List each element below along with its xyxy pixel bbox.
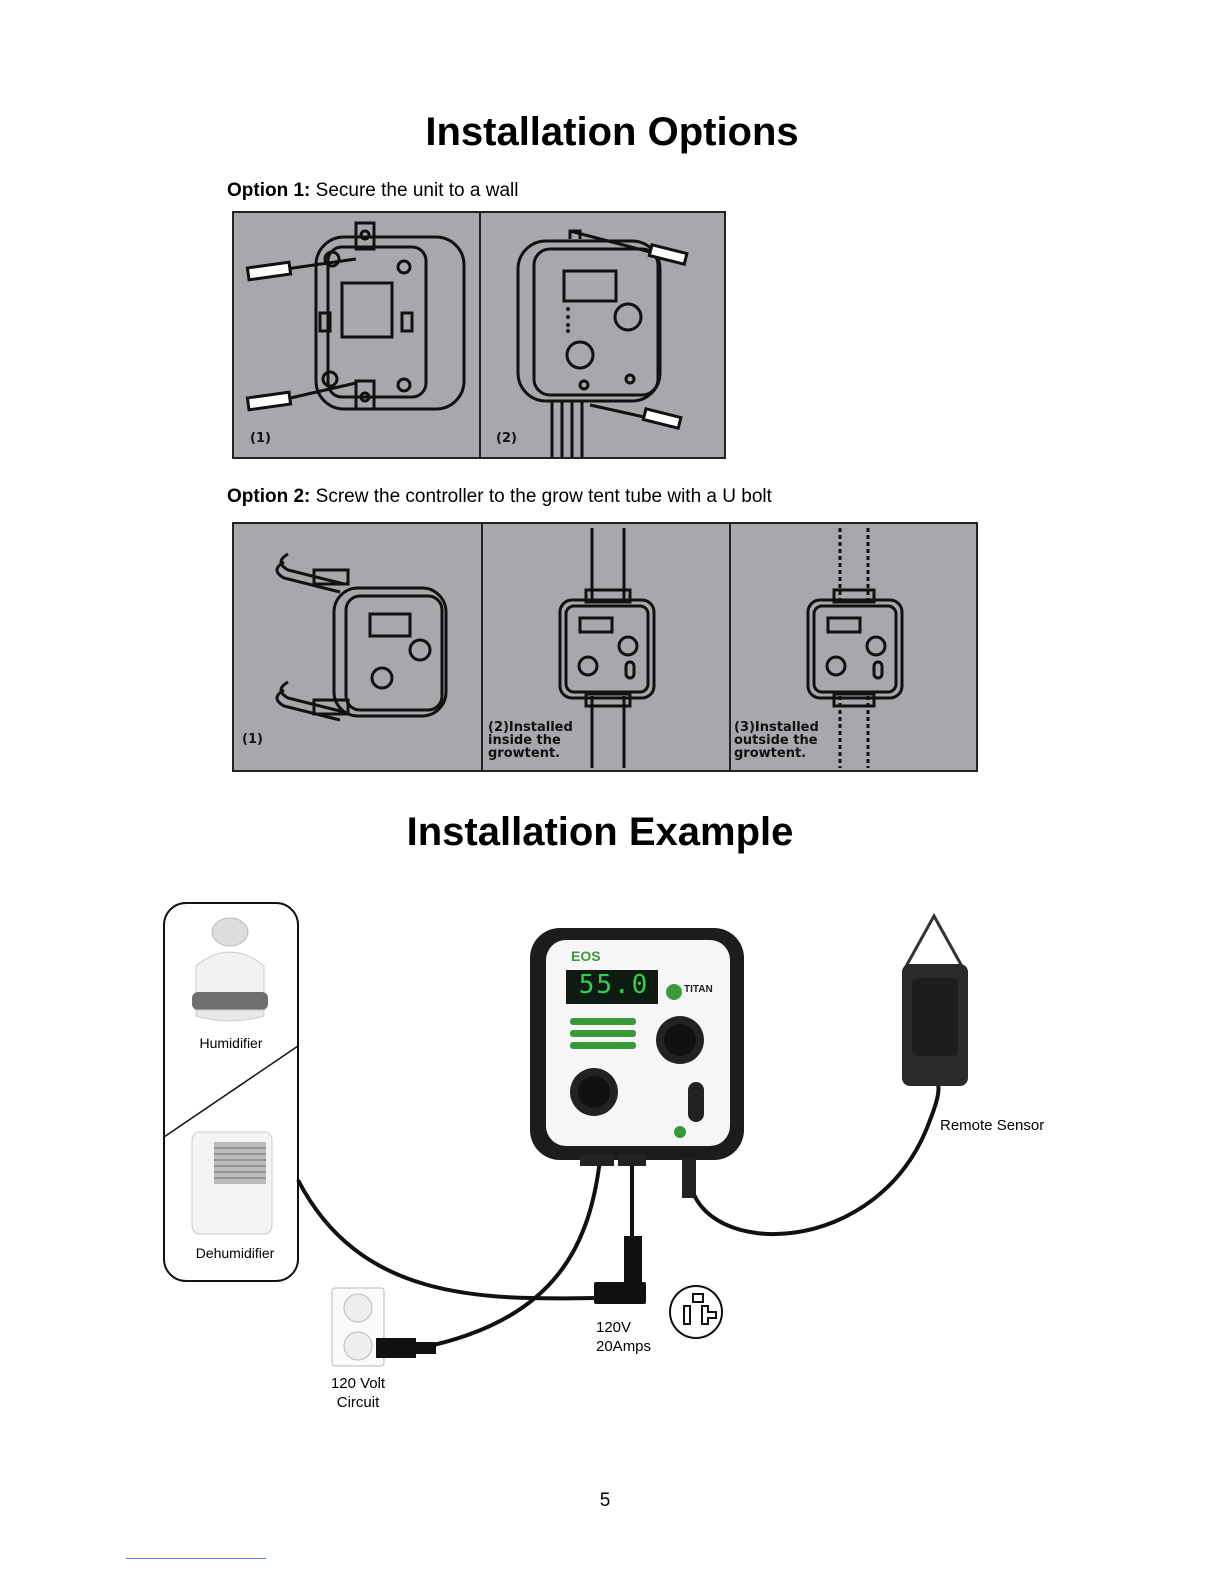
installation-options-title: Installation Options bbox=[425, 110, 799, 154]
humidifier-icon bbox=[192, 917, 268, 1022]
option2-label: Option 2: bbox=[227, 486, 311, 507]
option1-caption: Option 1: Secure the unit to a wall bbox=[227, 180, 518, 202]
option2-illustration: (1) (2)Installed inside the growtent. (3… bbox=[232, 522, 978, 772]
installation-example-title: Installation Example bbox=[406, 810, 794, 854]
outlet-20a-label: 120V 20Amps bbox=[596, 1319, 652, 1355]
wiring-diagram bbox=[163, 902, 968, 1367]
dehumidifier-icon bbox=[191, 1131, 273, 1235]
option2-panel-label-3: (3)Installed outside the growtent. bbox=[734, 720, 819, 761]
outlet-120v-icon bbox=[331, 1287, 436, 1367]
option2-panel-label-2: (2)Installed inside the growtent. bbox=[488, 720, 573, 761]
controller-brand: EOS bbox=[571, 948, 601, 964]
dehumidifier-label: Dehumidifier bbox=[195, 1245, 275, 1261]
appliance-box-divider bbox=[163, 1045, 299, 1138]
u-bolt-mount-drawing bbox=[275, 528, 904, 768]
panel-divider bbox=[479, 213, 481, 457]
footnote-rule bbox=[126, 1558, 266, 1559]
remote-sensor-icon bbox=[902, 912, 968, 1086]
controller-display: 55.0 bbox=[578, 970, 650, 1000]
controller-maker: TITAN bbox=[684, 984, 713, 995]
option1-panel-label-2: (2) bbox=[496, 431, 517, 446]
option1-text: Secure the unit to a wall bbox=[310, 180, 519, 201]
installation-example-diagram: EOS 55.0 TITAN Humidifier Dehumidifier R… bbox=[0, 880, 1224, 1440]
option1-panel-label-1: (1) bbox=[250, 431, 271, 446]
wall-mount-drawing bbox=[245, 221, 689, 457]
humidifier-label: Humidifier bbox=[199, 1035, 263, 1051]
option2-text: Screw the controller to the grow tent tu… bbox=[310, 486, 772, 507]
controller-unit bbox=[530, 928, 744, 1198]
option2-caption: Option 2: Screw the controller to the gr… bbox=[227, 486, 772, 508]
option2-panel-label-1: (1) bbox=[242, 732, 263, 747]
panel-divider bbox=[481, 524, 483, 770]
remote-sensor-label: Remote Sensor bbox=[940, 1117, 1045, 1134]
page-number: 5 bbox=[599, 1490, 611, 1511]
cables bbox=[296, 1078, 941, 1350]
panel-divider bbox=[729, 524, 731, 770]
outlet-120-label: 120 Volt Circuit bbox=[330, 1375, 386, 1411]
option1-illustration: (1) (2) bbox=[232, 211, 726, 459]
plug-20a-icon bbox=[594, 1236, 723, 1339]
option1-label: Option 1: bbox=[227, 180, 311, 201]
